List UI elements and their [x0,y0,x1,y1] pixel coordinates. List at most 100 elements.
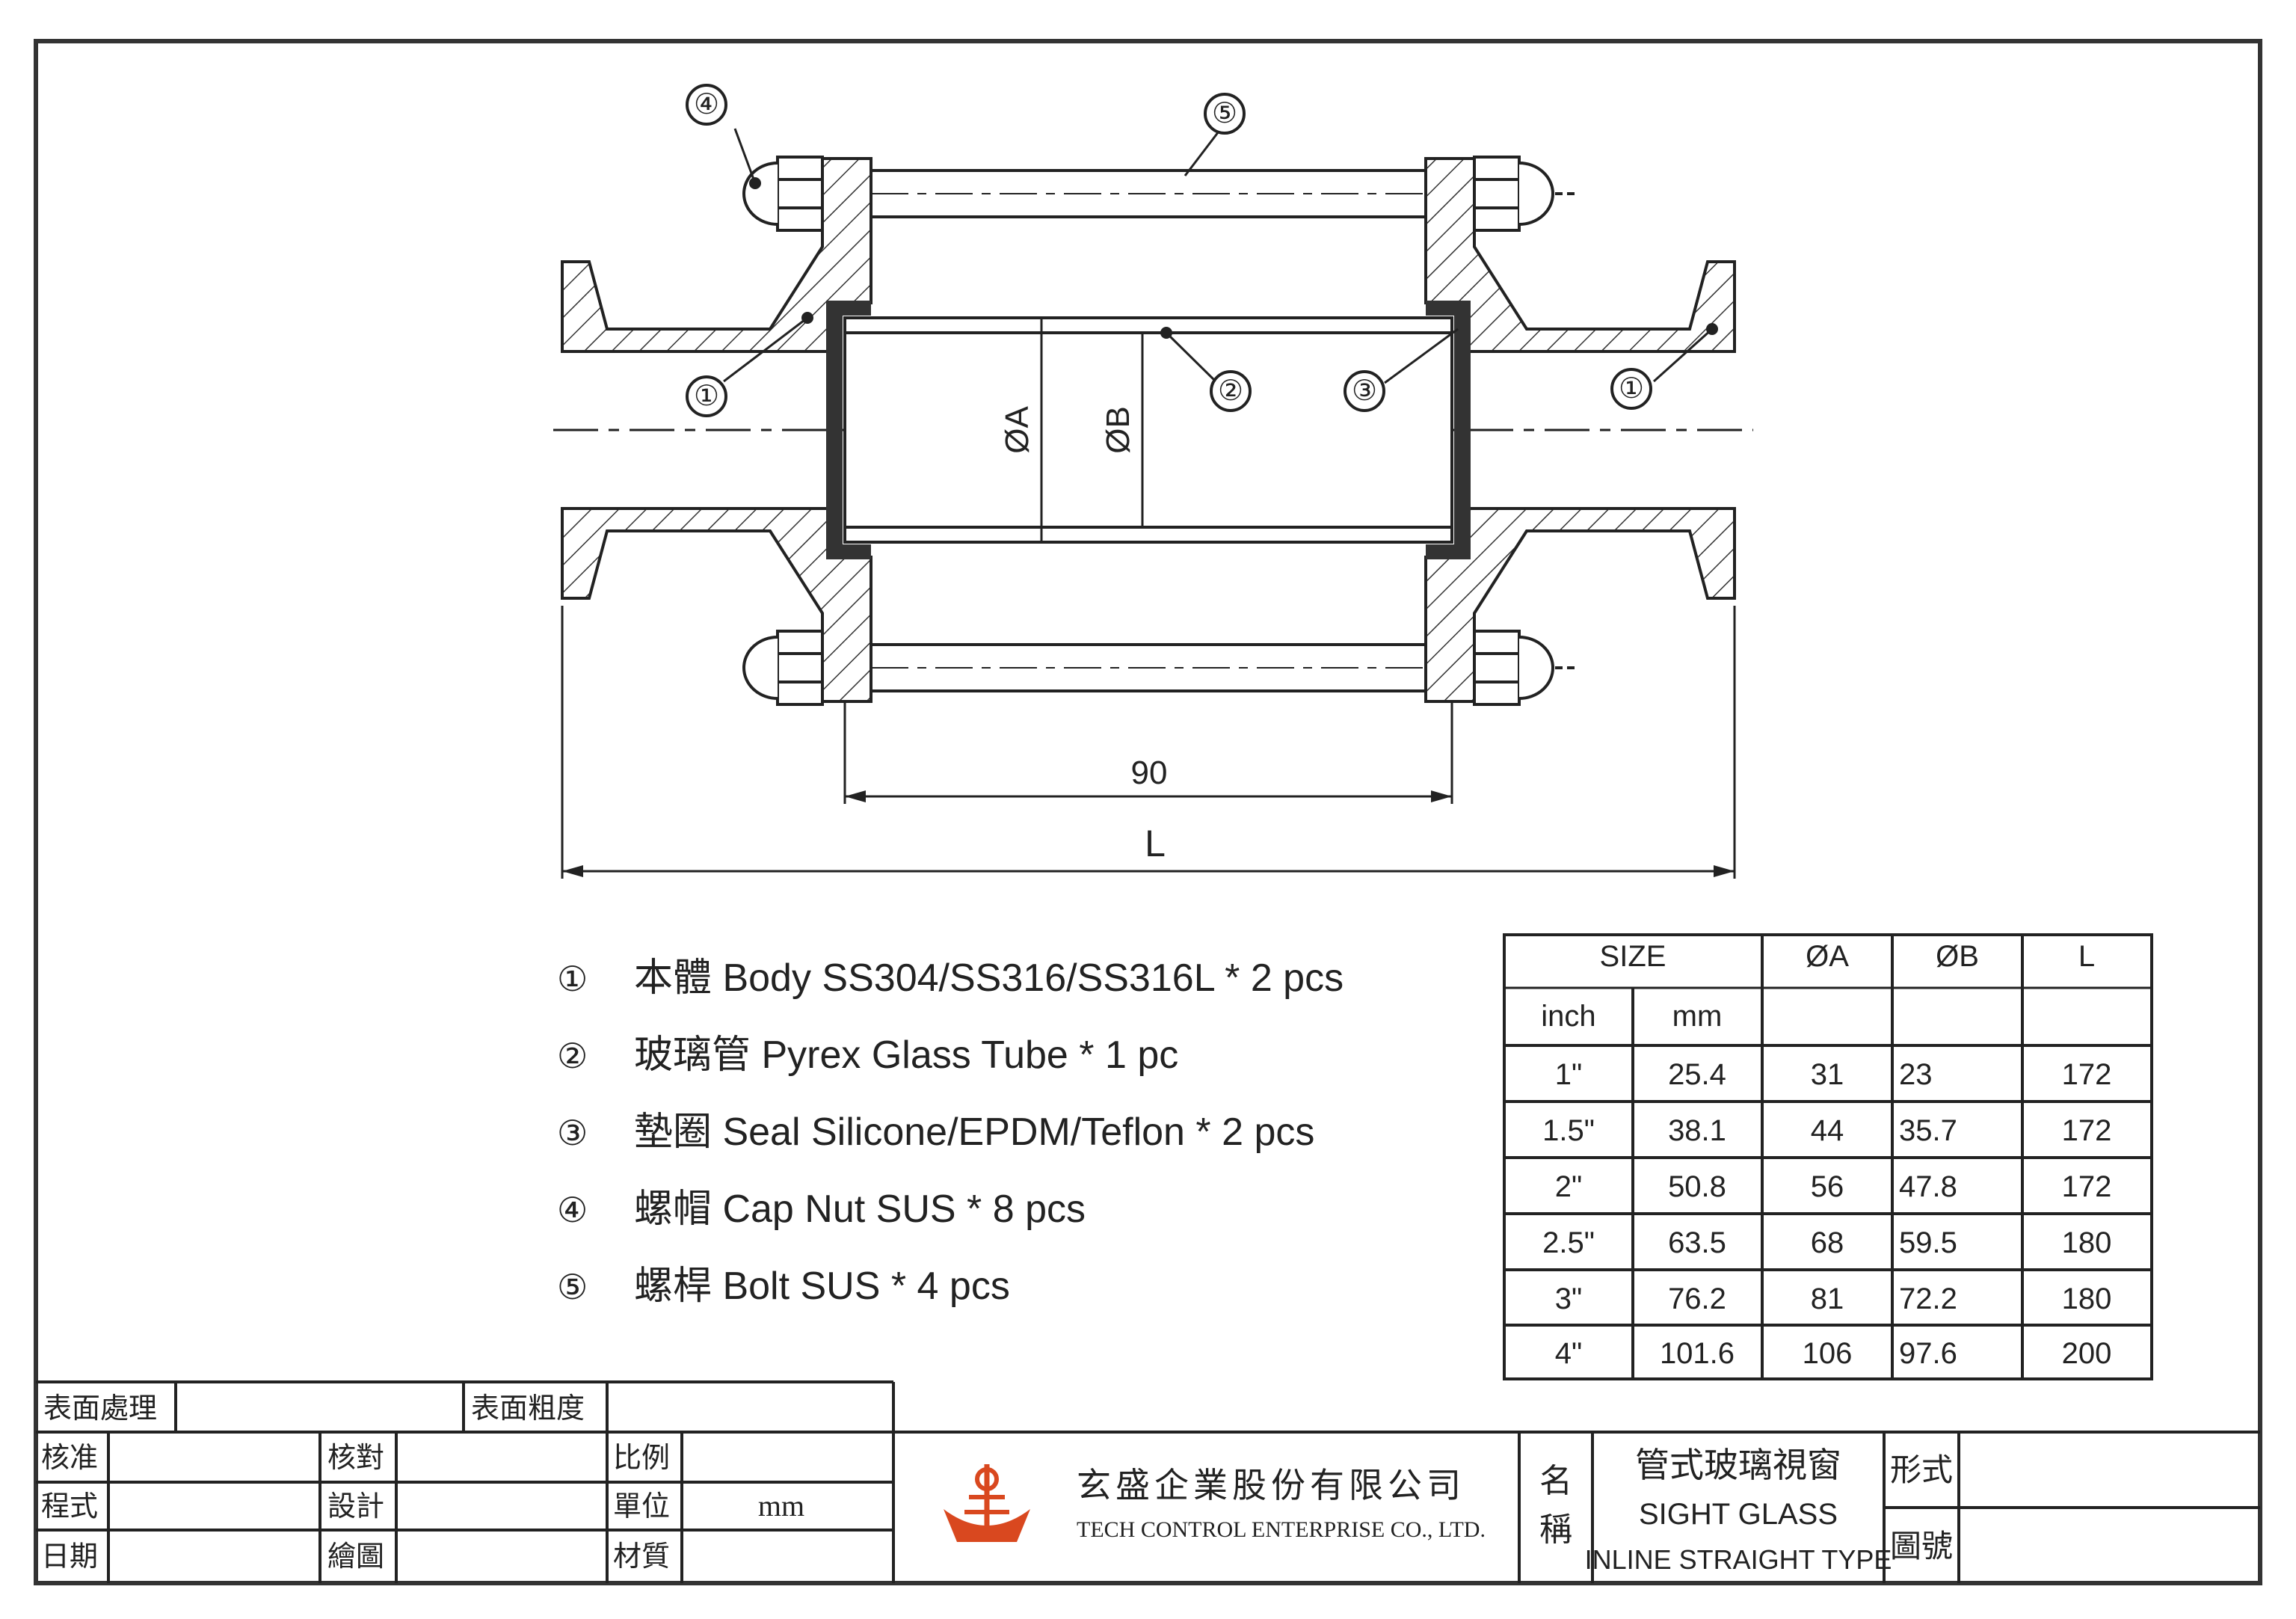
svg-text:172: 172 [2062,1058,2112,1091]
size-table: SIZE ØA ØB L inch mm 1" 25.4 31 23 172 1… [1503,933,2153,1380]
svg-text:23: 23 [1899,1058,1933,1091]
callout-3: ③ [1352,375,1377,407]
body-left-lower [561,507,872,703]
svg-text:72.2: 72.2 [1899,1282,1957,1315]
body-right-lower [1424,507,1736,703]
part-3-text: 墊圈 Seal Silicone/EPDM/Teflon * 2 pcs [634,1110,1314,1154]
svg-text:63.5: 63.5 [1668,1226,1726,1259]
product-type: INLINE STRAIGHT TYPE [1585,1544,1892,1575]
title-block: 表面處理 表面粗度 核准 核對 比例 程式 設計 單位 mm 日期 繪圖 材質 … [36,1380,2260,1583]
part-2-num: ② [557,1036,588,1075]
svg-text:38.1: 38.1 [1668,1114,1726,1147]
parts-list: ① 本體 Body SS304/SS316/SS316L * 2 pcs ② 玻… [557,956,1344,1308]
svg-text:59.5: 59.5 [1899,1226,1957,1259]
svg-text:31: 31 [1811,1058,1844,1091]
svg-text:44: 44 [1811,1114,1844,1147]
table-row: 4" 101.6 106 97.6 200 [1555,1337,2112,1370]
part-1-text: 本體 Body SS304/SS316/SS316L * 2 pcs [634,956,1344,1000]
product-name-cn: 管式玻璃視窗 [1635,1446,1841,1484]
label-name-2: 稱 [1539,1511,1572,1548]
th-l: L [2078,940,2095,973]
label-form: 形式 [1890,1454,1953,1488]
th-mm: mm [1672,1000,1723,1033]
cap-nut-right-upper [1473,156,1578,232]
label-surface-roughness: 表面粗度 [471,1393,585,1425]
svg-text:97.6: 97.6 [1899,1337,1957,1370]
svg-text:180: 180 [2062,1226,2112,1259]
svg-text:35.7: 35.7 [1899,1114,1957,1147]
callout-4: ④ [694,89,719,120]
part-4-text: 螺帽 Cap Nut SUS * 8 pcs [634,1188,1086,1231]
svg-text:1": 1" [1555,1058,1582,1091]
label-approve: 核准 [41,1443,98,1474]
svg-text:172: 172 [2062,1114,2112,1147]
callout-1-left: ① [694,381,719,412]
dim-label-l: L [1145,823,1166,864]
part-5-text: 螺桿 Bolt SUS * 4 pcs [634,1265,1010,1308]
svg-text:47.8: 47.8 [1899,1170,1957,1203]
svg-text:1.5": 1.5" [1542,1114,1595,1147]
table-row: 2" 50.8 56 47.8 172 [1555,1170,2112,1203]
table-row: 3" 76.2 81 72.2 180 [1555,1282,2112,1315]
cap-nut-left-lower [742,630,824,706]
company-name-cn: 玄盛企業股份有限公司 [1077,1466,1465,1505]
table-row: 1.5" 38.1 44 35.7 172 [1542,1114,2111,1147]
dim-label-a: ØA [999,406,1035,454]
dim-label-90: 90 [1131,755,1168,791]
svg-text:101.6: 101.6 [1660,1337,1735,1370]
company-logo [944,1464,1030,1542]
part-5-num: ⑤ [557,1268,588,1306]
body-left-upper [561,157,872,353]
svg-text:2.5": 2.5" [1542,1226,1595,1259]
cap-nut-left-upper [742,156,824,232]
svg-text:3": 3" [1555,1282,1582,1315]
label-process: 程式 [41,1491,98,1523]
svg-text:76.2: 76.2 [1668,1282,1726,1315]
svg-text:56: 56 [1811,1170,1844,1203]
svg-text:2": 2" [1555,1170,1582,1203]
dim-label-b: ØB [1100,406,1136,454]
svg-text:180: 180 [2062,1282,2112,1315]
unit-value: mm [758,1489,804,1523]
label-name-1: 名 [1539,1463,1572,1499]
label-check: 核對 [327,1443,384,1474]
callouts: ① ① ② ③ ④ ⑤ [686,84,1652,417]
svg-text:81: 81 [1811,1282,1844,1315]
label-scale: 比例 [613,1443,670,1474]
table-row: 2.5" 63.5 68 59.5 180 [1542,1226,2111,1259]
label-date: 日期 [41,1541,98,1573]
product-name-en: SIGHT GLASS [1639,1498,1838,1531]
th-dia-b: ØB [1936,940,1979,973]
label-surface-treatment: 表面處理 [43,1393,157,1425]
seal-right [1426,301,1471,559]
svg-text:4": 4" [1555,1337,1582,1370]
seal-left [826,301,871,559]
label-design: 設計 [327,1491,384,1523]
callout-1-right: ① [1619,373,1644,405]
company-name-en: TECH CONTROL ENTERPRISE CO., LTD. [1077,1517,1486,1542]
svg-text:172: 172 [2062,1170,2112,1203]
label-draw: 繪圖 [327,1541,384,1573]
callout-5: ⑤ [1212,98,1237,129]
table-row: 1" 25.4 31 23 172 [1555,1058,2112,1091]
label-material: 材質 [613,1541,670,1573]
part-2-text: 玻璃管 Pyrex Glass Tube * 1 pc [634,1033,1178,1077]
body-right-upper [1424,157,1736,353]
th-inch: inch [1541,1000,1595,1033]
th-size: SIZE [1600,940,1666,973]
th-dia-a: ØA [1806,940,1849,973]
label-drawing-no: 圖號 [1890,1530,1953,1564]
svg-text:106: 106 [1803,1337,1853,1370]
part-4-num: ④ [557,1191,588,1229]
svg-text:68: 68 [1811,1226,1844,1259]
svg-text:25.4: 25.4 [1668,1058,1726,1091]
sheet-frame [34,39,2262,1585]
cap-nut-right-lower [1473,630,1578,706]
glass-tube [843,316,1453,544]
svg-text:200: 200 [2062,1337,2112,1370]
svg-text:50.8: 50.8 [1668,1170,1726,1203]
label-unit: 單位 [613,1491,670,1523]
part-1-num: ① [557,959,588,998]
part-3-num: ③ [557,1113,588,1152]
section-drawing [553,128,1753,879]
